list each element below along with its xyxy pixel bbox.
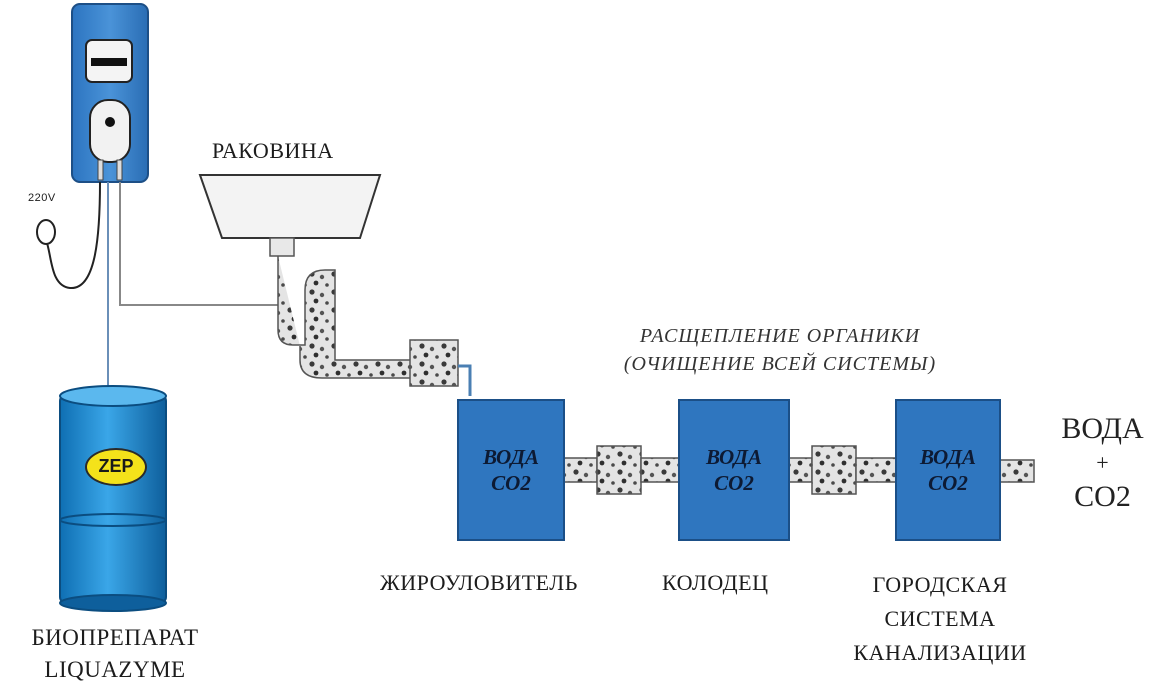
tank-2-text: ВОДА СО2	[679, 444, 789, 496]
process-note-line-1: РАСЩЕПЛЕНИЕ ОРГАНИКИ	[639, 325, 921, 347]
dosing-line	[119, 182, 280, 306]
city-sewer-caption: ГОРОДСКАЯ СИСТЕМА КАНАЛИЗАЦИИ	[835, 568, 1045, 670]
tank-1-line-1: ВОДА	[482, 445, 540, 469]
bioprep-label: БИОПРЕПАРАТ LIQUAZYME	[0, 622, 230, 686]
tank-2-line-2: СО2	[714, 471, 754, 495]
tank-1-line-2: СО2	[491, 471, 531, 495]
zep-logo: ZEP	[85, 448, 147, 486]
bioprep-line-1: БИОПРЕПАРАТ	[31, 625, 199, 650]
bioprep-line-2: LIQUAZYME	[44, 657, 186, 682]
city-sewer-line-2: СИСТЕМА	[884, 606, 996, 631]
tank-1-text: ВОДА СО2	[458, 444, 564, 496]
voltage-label: 220V	[28, 192, 56, 204]
output-line-1: ВОДА	[1061, 412, 1144, 445]
output-label: ВОДА + СО2	[1045, 410, 1160, 516]
well-caption: КОЛОДЕЦ	[662, 570, 769, 595]
drain-pipes	[277, 256, 1035, 495]
process-note-line-2: (ОЧИЩЕНИЕ ВСЕЙ СИСТЕМЫ)	[623, 353, 937, 375]
city-sewer-line-1: ГОРОДСКАЯ	[872, 572, 1008, 597]
tank-box-1	[457, 399, 565, 541]
bioprep-canister	[59, 385, 167, 612]
tank-box-2	[678, 399, 790, 541]
sink-basin	[198, 174, 382, 257]
power-cord	[36, 181, 101, 290]
tank-3-line-1: ВОДА	[919, 445, 977, 469]
process-note: РАСЩЕПЛЕНИЕ ОРГАНИКИ (ОЧИЩЕНИЕ ВСЕЙ СИСТ…	[540, 322, 1020, 378]
sink-label: РАКОВИНА	[212, 138, 334, 163]
grease-trap-caption: ЖИРОУЛОВИТЕЛЬ	[380, 570, 578, 595]
tank-3-text: ВОДА СО2	[896, 444, 1000, 496]
tank-box-3	[895, 399, 1001, 541]
output-line-2: +	[1096, 450, 1109, 475]
output-line-3: СО2	[1074, 480, 1131, 513]
city-sewer-line-3: КАНАЛИЗАЦИИ	[853, 640, 1027, 665]
tank-3-line-2: СО2	[928, 471, 968, 495]
dosing-pump	[71, 3, 149, 183]
tank-2-line-1: ВОДА	[705, 445, 763, 469]
